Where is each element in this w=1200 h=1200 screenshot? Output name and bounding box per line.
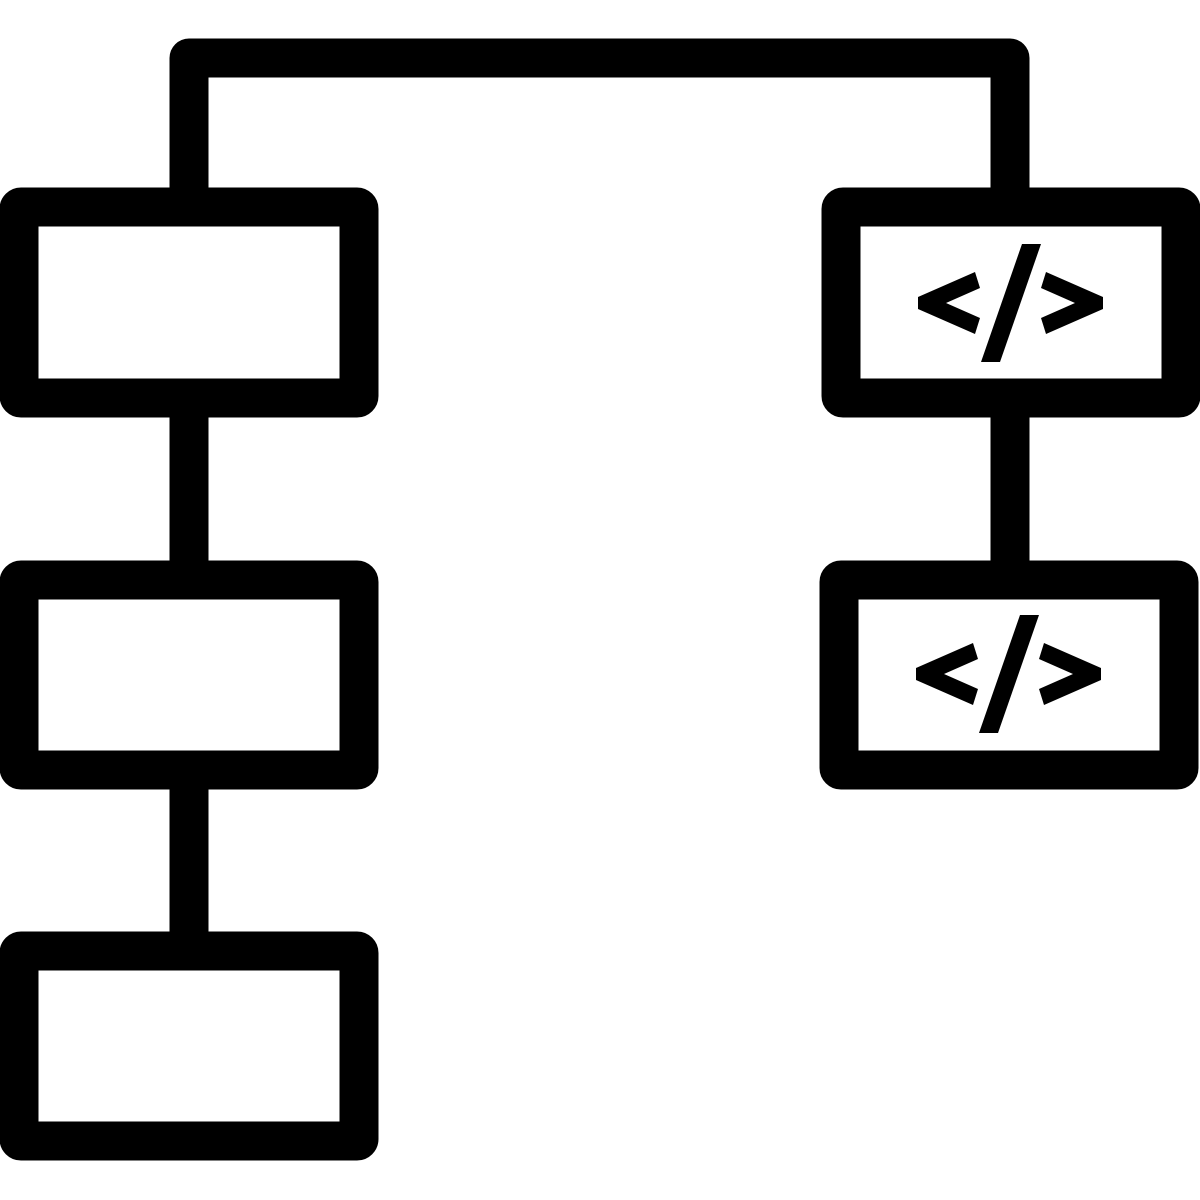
- code-icon-left-bracket: [916, 643, 978, 705]
- code-icon-right-bracket: [1039, 643, 1101, 705]
- code-icon: [918, 244, 1103, 362]
- code-icon-slash: [981, 244, 1041, 362]
- left-node-3: [0, 931, 379, 1161]
- left-node-2: [0, 560, 379, 790]
- left-node-1: [0, 187, 379, 418]
- top-branch-connector: [169, 38, 1030, 207]
- code-icon-right-bracket: [1041, 272, 1103, 334]
- code-icon: [916, 615, 1101, 733]
- code-icon-slash: [979, 615, 1039, 733]
- code-icon-left-bracket: [918, 272, 980, 334]
